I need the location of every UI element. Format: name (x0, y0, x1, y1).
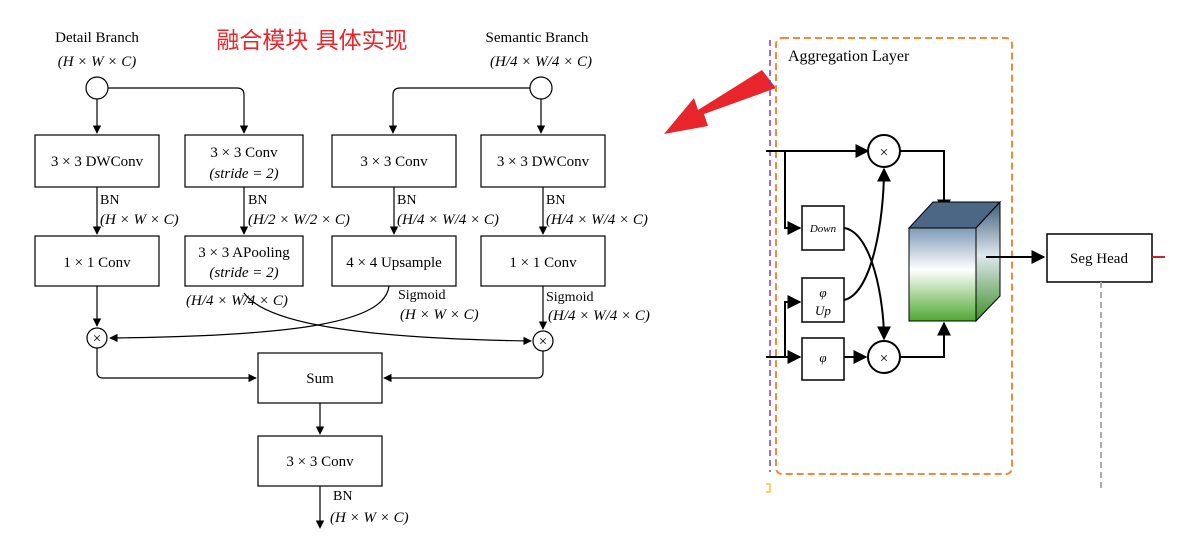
conv1x1-left-box (34, 235, 160, 287)
bn4-label: BN (546, 193, 565, 208)
bn-final-shape: (H × W × C) (330, 510, 409, 526)
conv-stride-line2: (stride = 2) (209, 166, 278, 182)
wire-right-mult-to-sum (383, 351, 544, 383)
apool-line1: 3 × 3 APooling (198, 245, 290, 261)
sigmoid-mid-shape: (H × W × C) (400, 307, 479, 323)
bn4-shape: (H/4 × W/4 × C) (546, 212, 648, 228)
down-label: Down (809, 223, 837, 235)
detail-branch-shape: (H × W × C) (58, 54, 137, 70)
wire-apool-to-right-mult (243, 292, 532, 346)
multiply-left-symbol: × (93, 331, 101, 347)
agg-multiply-bottom-symbol: × (880, 351, 888, 367)
wire-left-mult-to-sum (96, 348, 257, 383)
bn1-shape: (H × W × C) (100, 212, 179, 228)
bn3-shape: (H/4 × W/4 × C) (397, 212, 499, 228)
dwconv-right-label: 3 × 3 DWConv (497, 154, 590, 170)
sum-label: Sum (306, 371, 334, 387)
phi-up-line1: φ (819, 285, 826, 300)
phi-up-line2: Up (815, 303, 831, 318)
wire-top-mult-to-cube (900, 150, 951, 214)
semantic-input-node (529, 76, 553, 100)
semantic-branch-shape: (H/4 × W/4 × C) (490, 54, 592, 70)
conv-final-label: 3 × 3 Conv (286, 454, 354, 470)
dwconv-left-label: 3 × 3 DWConv (51, 154, 144, 170)
upsample-label: 4 × 4 Upsample (346, 255, 442, 271)
wire-bottom-to-phiup (784, 295, 802, 357)
apool-line2: (stride = 2) (209, 265, 278, 281)
conv-mid-label: 3 × 3 Conv (360, 154, 428, 170)
wire-bottom-mult-to-cube (900, 321, 951, 358)
apool-shape: (H/4 × W/4 × C) (186, 293, 288, 309)
phi-label: φ (819, 350, 826, 365)
conv-stride-box (184, 134, 304, 188)
aggregation-layer-title: Aggregation Layer (788, 48, 910, 65)
conv1x1-right-label: 1 × 1 Conv (509, 255, 577, 271)
conv1x1-left-label: 1 × 1 Conv (63, 255, 131, 271)
wire-semantic-to-conv (388, 87, 530, 134)
right-diagram: Aggregation Layer Down φ Up φ × × (766, 37, 1165, 493)
dwconv-left-box (34, 134, 160, 188)
bn2-shape: (H/2 × W/2 × C) (248, 212, 350, 228)
bn3-label: BN (397, 193, 416, 208)
wire-phiup-to-top-mult (843, 167, 891, 301)
apool-box (184, 235, 304, 287)
conv-mid-box (331, 134, 457, 188)
left-diagram: Detail Branch (H × W × C) Semantic Branc… (34, 28, 650, 529)
bn2-label: BN (248, 193, 267, 208)
dwconv-right-box (480, 134, 606, 188)
sigmoid-right-shape: (H/4 × W/4 × C) (548, 308, 650, 324)
detail-input-node (85, 76, 109, 100)
bn-final-label: BN (333, 489, 352, 504)
feature-cube (907, 200, 1002, 323)
wire-detail-to-conv (108, 87, 249, 134)
seg-head-label: Seg Head (1070, 251, 1128, 267)
red-arrow-shape (664, 70, 776, 134)
agg-multiply-top-symbol: × (880, 145, 888, 161)
chinese-annotation: 融合模块 具体实现 (216, 28, 407, 54)
wire-down-to-bottom-mult (843, 227, 891, 341)
sum-box (257, 352, 383, 404)
seg-head-box (1046, 233, 1153, 283)
multiply-right-symbol: × (539, 334, 547, 350)
phi-box (801, 337, 845, 381)
phi-up-box (801, 277, 845, 323)
conv-stride-line1: 3 × 3 Conv (210, 145, 278, 161)
yellow-corner-mark (766, 483, 771, 493)
sigmoid-right-label: Sigmoid (546, 290, 593, 305)
red-pointer-arrow (664, 70, 776, 134)
sigmoid-mid-label: Sigmoid (398, 288, 445, 303)
cube-front-face (908, 227, 977, 322)
conv1x1-right-box (480, 235, 606, 287)
semantic-branch-title: Semantic Branch (486, 30, 589, 46)
wire-top-to-down (784, 151, 802, 235)
detail-branch-title: Detail Branch (55, 30, 139, 46)
bn1-label: BN (100, 193, 119, 208)
upsample-box (331, 235, 457, 287)
